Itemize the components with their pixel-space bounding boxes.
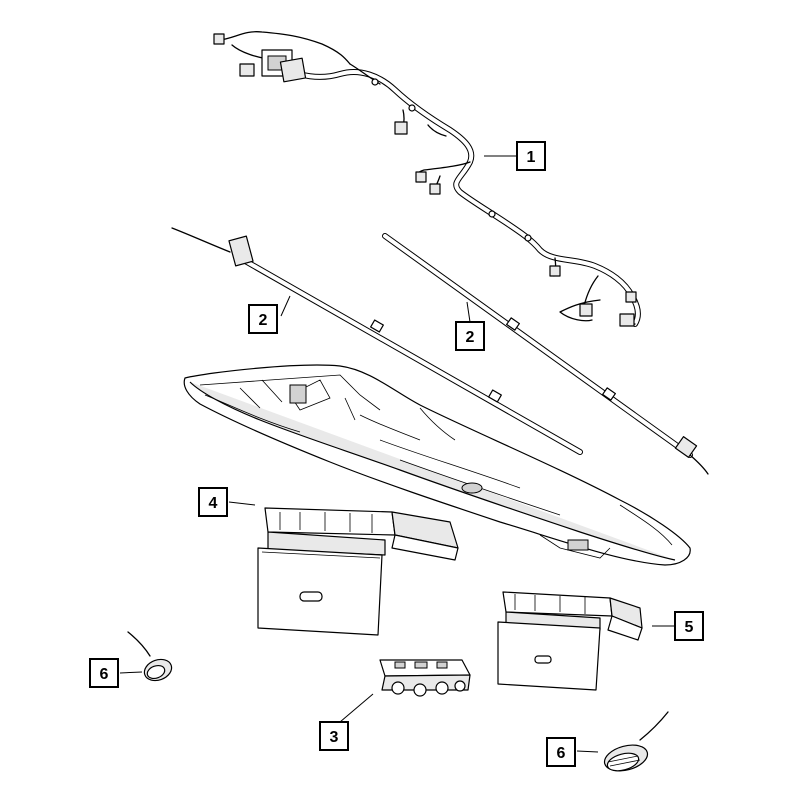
callout-3-label: 3 xyxy=(330,729,339,746)
switch-module xyxy=(379,659,471,697)
tube-right xyxy=(382,233,709,475)
callout-2-right-label: 2 xyxy=(466,329,475,346)
speaker-left xyxy=(127,631,173,682)
callout-6-right: 6 xyxy=(546,737,576,767)
callout-2-left: 2 xyxy=(248,304,278,334)
callout-6-right-label: 6 xyxy=(557,745,566,762)
callout-1: 1 xyxy=(516,141,546,171)
callout-3: 3 xyxy=(319,721,349,751)
overhead-console xyxy=(183,364,691,566)
callout-4: 4 xyxy=(198,487,228,517)
callout-6-left-label: 6 xyxy=(100,666,109,683)
callout-2-right: 2 xyxy=(455,321,485,351)
callout-4-label: 4 xyxy=(209,495,218,512)
callout-2-left-label: 2 xyxy=(259,312,268,329)
speaker-right xyxy=(603,711,669,772)
callout-5-label: 5 xyxy=(685,619,694,636)
video-screen-large xyxy=(257,507,459,636)
callout-6-left: 6 xyxy=(89,658,119,688)
callout-5: 5 xyxy=(674,611,704,641)
tube-left xyxy=(171,227,583,455)
wiring-harness xyxy=(213,31,641,327)
leader-lines xyxy=(119,155,675,753)
callout-1-label: 1 xyxy=(527,149,536,166)
video-screen-small xyxy=(497,591,643,691)
